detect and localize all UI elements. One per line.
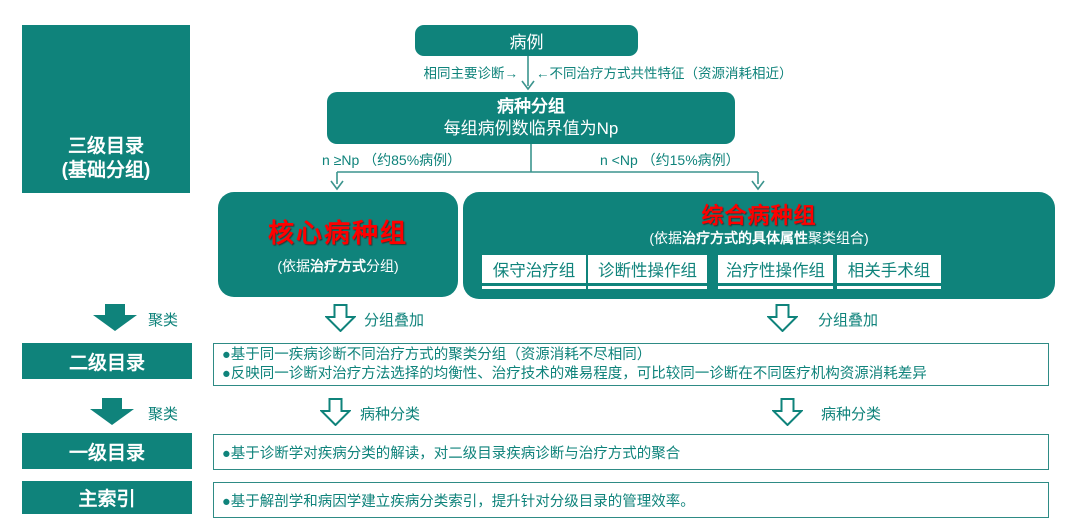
composite-group-box: 综合病种组 (依据治疗方式的具体属性聚类组合) 保守治疗组 诊断性操作组 治疗性… [463,192,1055,299]
hollow-down-arrow-icon [772,398,803,426]
subgroup-underline [718,286,833,289]
subgroup-conservative-treatment: 保守治疗组 [482,255,586,283]
composite-subtitle-suffix: 聚类组合) [808,230,869,246]
branch-label-right: n <Np （约15%病例） [600,152,740,168]
level3-label: 三级目录 (基础分组) [62,135,151,183]
composite-subtitle-bold: 治疗方式的具体属性 [682,230,808,246]
case-box: 病例 [415,25,638,56]
overlay-label-left-row1: 分组叠加 [364,312,425,329]
composite-group-title: 综合病种组 [701,203,817,228]
level2-desc-line2: ●反映同一诊断对治疗方法选择的均衡性、治疗技术的难易程度，可比较同一诊断在不同医… [222,365,927,382]
level3-line1: 三级目录 [67,136,144,157]
main-index-desc-line: ●基于解剖学和病因学建立疾病分类索引，提升针对分级目录的管理效率。 [222,493,695,510]
cluster-label-row2: 聚类 [148,406,179,423]
hollow-down-arrow-icon [767,304,798,332]
composite-group-subtitle: (依据治疗方式的具体属性聚类组合) [463,228,1055,248]
classification-label-left-row2: 病种分类 [360,406,421,423]
disease-group-box: 病种分组 每组病例数临界值为Np [327,92,735,144]
branch-label-left: n ≥Np （约85%病例） [322,152,462,168]
overlay-label-right-row1: 分组叠加 [818,312,879,329]
main-index-box: 主索引 [22,481,192,514]
level1-desc-line: ●基于诊断学对疾病分类的解读，对二级目录疾病诊断与治疗方式的聚合 [222,445,681,462]
subgroup-therapeutic-operation: 治疗性操作组 [718,255,833,283]
case-label: 病例 [509,33,544,52]
core-subtitle-bold: 治疗方式 [310,258,366,274]
solid-down-arrow-icon [90,398,134,425]
same-diagnosis-label: 相同主要诊断→ [423,66,519,81]
level2-description-box: ●基于同一疾病诊断不同治疗方式的聚类分组（资源消耗不尽相同） ●反映同一诊断对治… [213,343,1049,386]
level1-description-box: ●基于诊断学对疾病分类的解读，对二级目录疾病诊断与治疗方式的聚合 [213,434,1049,470]
different-treatment-label: ←不同治疗方式共性特征（资源消耗相近） [536,66,793,81]
level2-directory-box: 二级目录 [22,343,192,379]
core-subtitle-prefix: (依据 [277,258,310,274]
disease-group-subtitle: 每组病例数临界值为Np [443,119,619,138]
solid-down-arrow-icon [93,304,137,331]
core-group-subtitle: (依据治疗方式分组) [277,256,398,276]
subgroup-diagnostic-operation: 诊断性操作组 [588,255,707,283]
composite-subtitle-prefix: (依据 [649,230,682,246]
subgroup-related-surgery: 相关手术组 [837,255,941,283]
level1-directory-box: 一级目录 [22,433,192,469]
level3-directory-box: 三级目录 (基础分组) [22,25,190,193]
subgroup-underline [837,286,941,289]
subgroup-underline [482,286,586,289]
disease-group-title: 病种分组 [497,97,565,116]
level2-desc-line1: ●基于同一疾病诊断不同治疗方式的聚类分组（资源消耗不尽相同） [222,346,652,363]
subgroup-underline [588,286,707,289]
level3-line2: (基础分组) [61,160,151,181]
hollow-down-arrow-icon [320,398,351,426]
core-group-title: 核心病种组 [267,218,408,248]
main-index-description-box: ●基于解剖学和病因学建立疾病分类索引，提升针对分级目录的管理效率。 [213,482,1049,518]
core-group-box: 核心病种组 (依据治疗方式分组) [218,192,458,297]
cluster-label-row1: 聚类 [148,312,179,329]
core-subtitle-suffix: 分组) [366,258,399,274]
hollow-down-arrow-icon [325,304,356,332]
classification-label-right-row2: 病种分类 [821,406,882,423]
